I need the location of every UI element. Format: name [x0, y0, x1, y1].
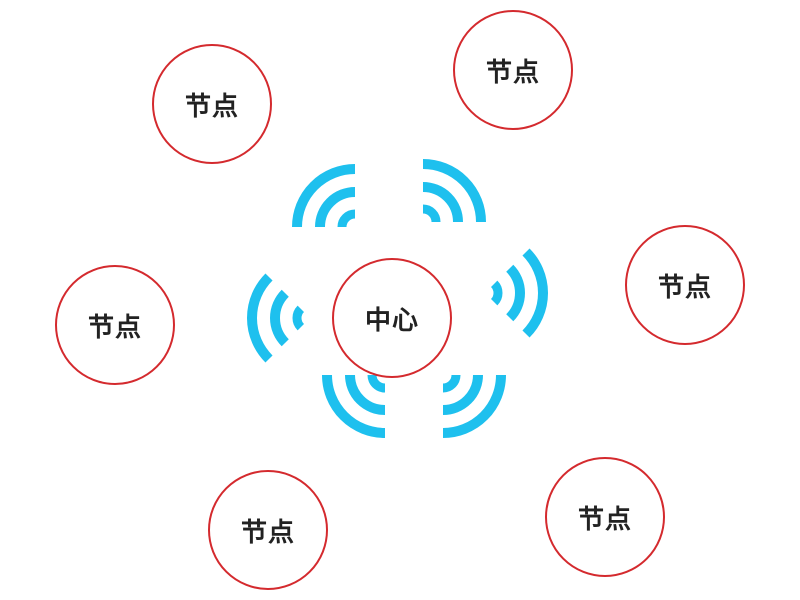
node-left: 节点: [55, 265, 175, 385]
node-label: 节点: [87, 312, 142, 343]
signal-right-icon: [490, 248, 548, 338]
signal-wave-arc: [422, 182, 463, 223]
signal-wave-arc: [422, 159, 486, 223]
node-label: 节点: [657, 272, 712, 303]
node-right: 节点: [625, 225, 745, 345]
node-label: 节点: [184, 91, 239, 122]
signal-wave-arc: [292, 305, 305, 331]
node-label: 节点: [577, 504, 632, 535]
signal-wave-arc: [315, 187, 356, 228]
center-node-label: 中心: [364, 305, 419, 336]
signal-wave-arc: [367, 374, 386, 393]
signal-wave-arc: [270, 289, 289, 347]
signal-top-left-icon: [292, 164, 356, 228]
node-label: 节点: [240, 517, 295, 548]
signal-wave-arc: [345, 374, 386, 415]
node-top-right: 节点: [453, 10, 573, 130]
signal-top-right-icon: [422, 159, 486, 223]
signal-wave-arc: [490, 280, 503, 306]
signal-wave-arc: [337, 209, 356, 228]
node-bottom-right: 节点: [545, 457, 665, 577]
node-label: 节点: [485, 57, 540, 88]
signal-wave-arc: [292, 164, 356, 228]
signal-wave-arc: [442, 374, 506, 438]
signal-bottom-right-icon: [442, 374, 506, 438]
signal-wave-arc: [247, 273, 273, 363]
signal-wave-arc: [522, 248, 548, 338]
center-node: 中心: [332, 258, 452, 378]
signal-wave-arc: [322, 374, 386, 438]
signal-bottom-left-icon: [322, 374, 386, 438]
node-bottom-left: 节点: [208, 470, 328, 590]
signal-wave-arc: [506, 264, 525, 322]
signal-wave-arc: [422, 204, 441, 223]
signal-left-icon: [247, 273, 305, 363]
node-top-left: 节点: [152, 44, 272, 164]
signal-wave-arc: [442, 374, 483, 415]
signal-wave-arc: [442, 374, 461, 393]
